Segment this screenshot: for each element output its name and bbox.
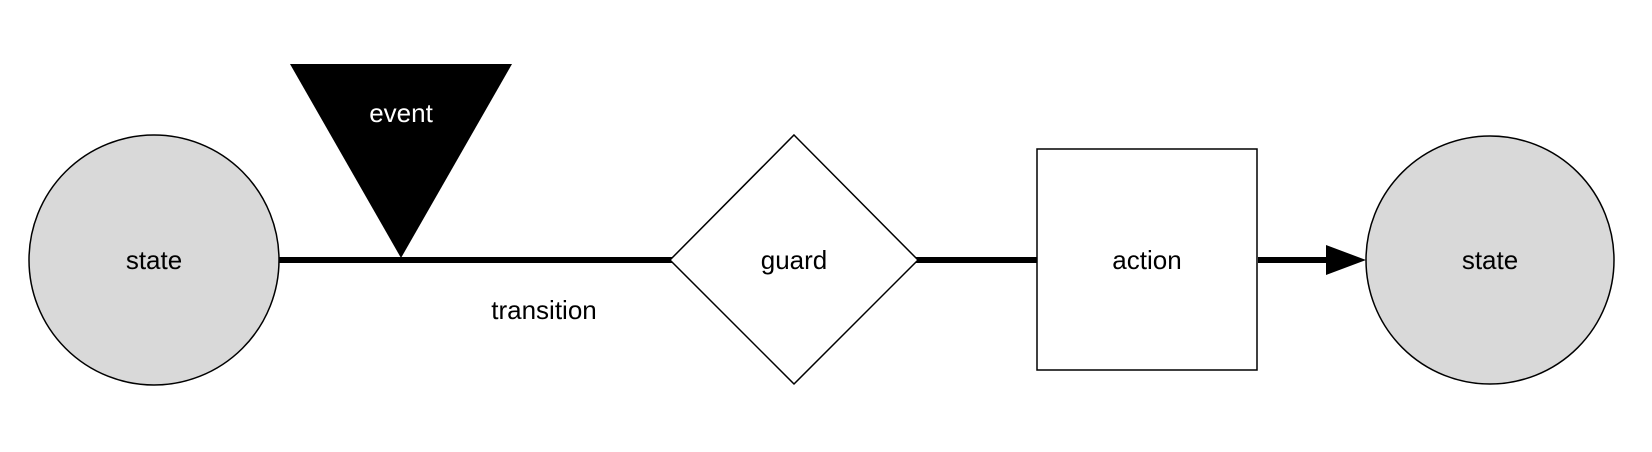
transition-label: transition	[491, 295, 597, 325]
state-end-circle	[1365, 135, 1615, 385]
action-label: action	[1112, 245, 1181, 275]
action-box	[1036, 148, 1258, 371]
state-node-end[interactable]: state	[1365, 135, 1615, 385]
state-end-label: state	[1462, 245, 1518, 275]
transition-arrowhead-icon	[1326, 245, 1366, 275]
guard-label: guard	[761, 245, 828, 275]
event-triangle	[290, 64, 512, 258]
event-node[interactable]: event	[290, 64, 512, 258]
action-node[interactable]: action	[1036, 148, 1258, 371]
guard-node[interactable]: guard	[668, 133, 920, 386]
state-start-circle	[28, 134, 280, 386]
guard-diamond	[668, 133, 920, 386]
event-label: event	[369, 98, 433, 128]
state-start-label: state	[126, 245, 182, 275]
state-node-start[interactable]: state	[28, 134, 280, 386]
